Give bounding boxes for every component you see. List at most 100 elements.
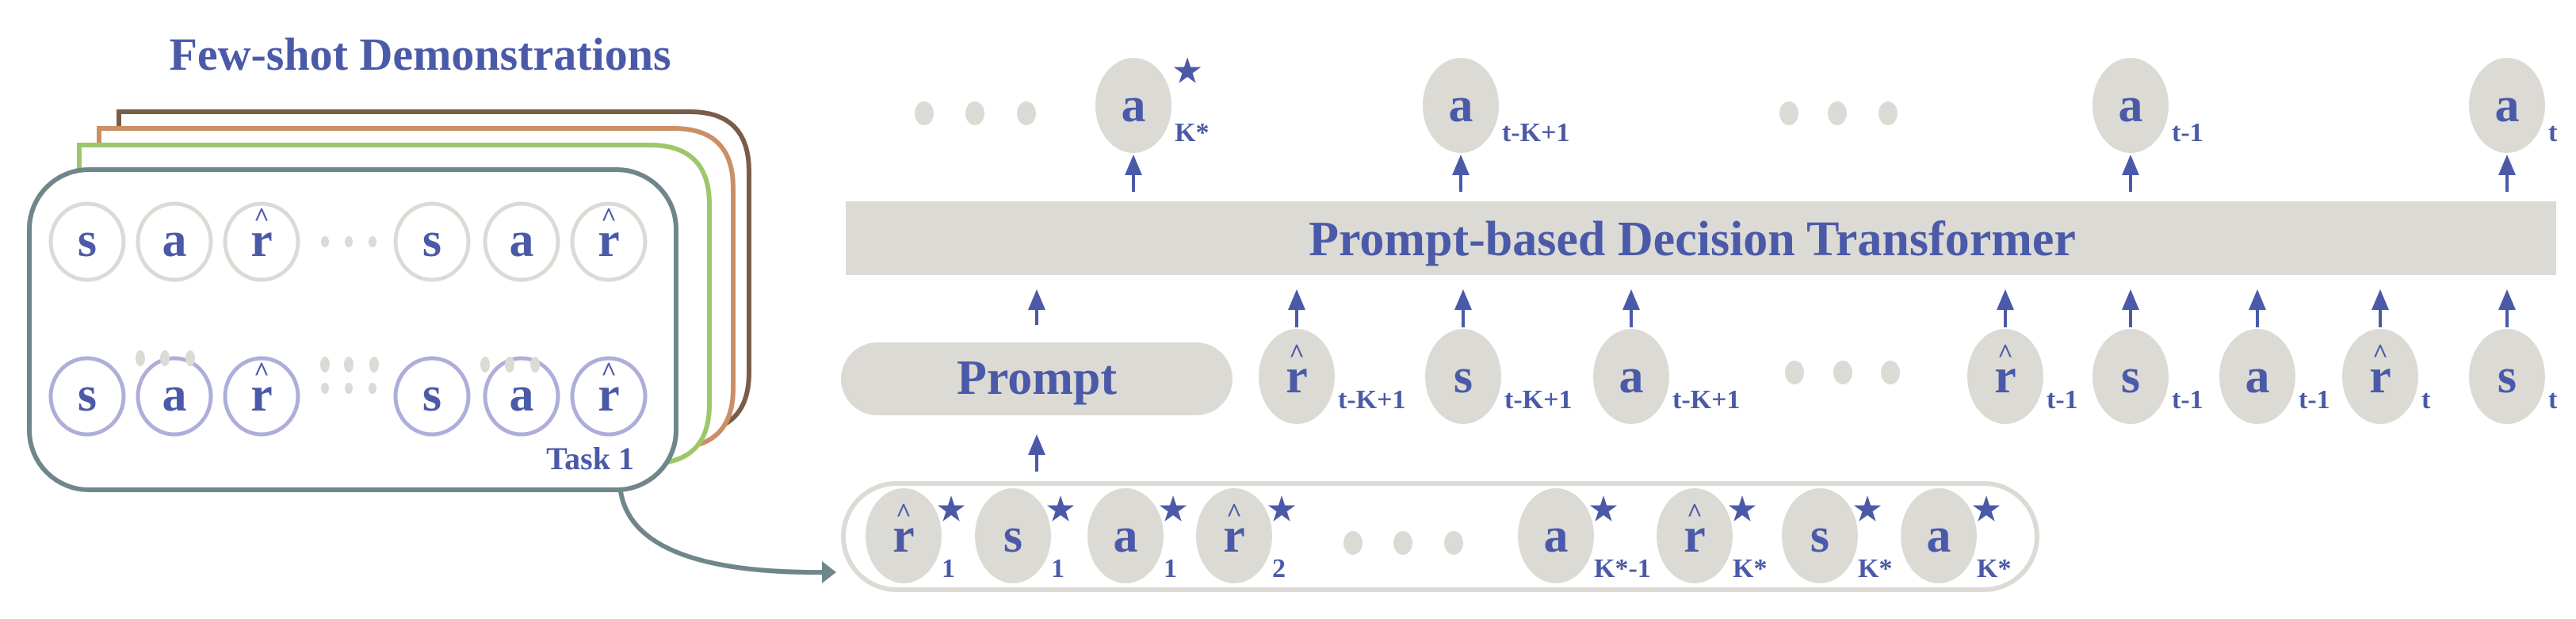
input-subscript: t-K+1 (1504, 385, 1572, 415)
task-label: Task 1 (546, 441, 634, 476)
token-symbol: a (510, 368, 534, 422)
output-token[interactable]: a (1423, 58, 1499, 153)
prompt-token[interactable]: a (1901, 488, 1977, 583)
ellipsis-dot (1833, 361, 1852, 384)
token-symbol: a (1449, 78, 1473, 132)
output-token[interactable]: a (2093, 58, 2169, 153)
token-ellipse (2469, 58, 2545, 153)
up-arrow (2372, 289, 2389, 327)
token-symbol: a (1544, 509, 1569, 563)
input-token[interactable]: a (2219, 329, 2295, 424)
token-symbol: r (598, 368, 620, 422)
token-symbol: s (1810, 509, 1829, 563)
ellipsis-dot (965, 101, 984, 125)
input-token[interactable]: r^ (1259, 329, 1335, 424)
demo-token: r^ (570, 201, 648, 282)
up-arrow (2498, 155, 2516, 192)
output-token[interactable]: a (2469, 58, 2545, 153)
ellipsis-dot (321, 236, 329, 247)
input-token[interactable]: s (2093, 329, 2169, 424)
token-ellipse (1196, 488, 1272, 583)
prompt-sequence: r^★1s★1a★1r^★2a★K*-1r^★K*s★K*a★K* (866, 488, 2011, 583)
token-symbol: a (2245, 350, 2270, 403)
token-ellipse (2342, 329, 2418, 424)
up-arrow (1288, 289, 1305, 327)
ellipsis-dot (321, 383, 329, 394)
transformer-label: Prompt-based Decision Transformer (1309, 212, 2076, 266)
demo-token: r^ (223, 356, 300, 437)
prompt-pill[interactable] (841, 342, 1233, 415)
prompt-token[interactable]: a (1518, 488, 1594, 583)
token-symbol: a (1619, 350, 1644, 403)
ellipsis-dot (1343, 531, 1363, 555)
star-icon: ★ (1589, 491, 1618, 527)
token-ellipse (866, 488, 942, 583)
token-ellipse (975, 488, 1051, 583)
input-subscript: t-1 (2172, 385, 2203, 415)
transformer-block[interactable] (846, 201, 2556, 275)
demo-token: s (393, 201, 471, 282)
hat-mark: ^ (2372, 339, 2388, 369)
input-token[interactable]: r^ (1967, 329, 2043, 424)
input-subscript: t (2421, 385, 2431, 415)
token-ellipse (1095, 58, 1171, 153)
output-subscript: K* (1175, 118, 1209, 147)
token-symbol: r (250, 213, 273, 267)
token-symbol: s (1003, 509, 1022, 563)
ellipsis-dot (480, 357, 490, 373)
prompt-subscript: K*-1 (1594, 554, 1651, 583)
hat-mark: ^ (1289, 339, 1305, 369)
token-ellipse (1782, 488, 1858, 583)
token-ellipse (2093, 329, 2169, 424)
ellipsis-dot (1881, 361, 1900, 384)
token-ellipse (1087, 488, 1164, 583)
token-ellipse (1259, 329, 1335, 424)
star-icon: ★ (1159, 491, 1187, 527)
ellipsis-dot (1779, 101, 1798, 125)
prompt-token[interactable]: r^ (866, 488, 942, 583)
demo-token: r^ (570, 356, 648, 437)
prompt-token[interactable]: r^ (1196, 488, 1272, 583)
input-token[interactable]: r^ (2342, 329, 2418, 424)
up-arrow (1454, 289, 1472, 327)
demo-token: s (393, 356, 471, 437)
token-ellipse (1425, 329, 1501, 424)
prompt-subscript: 2 (1272, 554, 1286, 583)
token-ellipse (1423, 58, 1499, 153)
star-icon: ★ (1728, 491, 1756, 527)
token-symbol: a (510, 213, 534, 267)
input-token[interactable]: s (1425, 329, 1501, 424)
prompt-token[interactable]: s (975, 488, 1051, 583)
up-arrow (1125, 155, 1142, 192)
prompt-token[interactable]: s (1782, 488, 1858, 583)
prompt-token[interactable]: a (1087, 488, 1164, 583)
hat-mark: ^ (1997, 339, 2013, 369)
demo-token: s (48, 356, 126, 437)
up-arrow (1452, 155, 1470, 192)
demo-token: a (136, 356, 213, 437)
prompt-subscript: K* (1977, 554, 2011, 583)
token-symbol: s (422, 368, 441, 422)
star-icon: ★ (1972, 491, 2001, 527)
token-symbol: r (2369, 350, 2391, 403)
input-token[interactable]: s (2469, 329, 2545, 424)
prompt-label: Prompt (957, 351, 1117, 405)
output-token[interactable]: a (1095, 58, 1171, 153)
star-icon: ★ (1267, 491, 1296, 527)
token-symbol: a (2119, 78, 2143, 132)
output-subscript: t-1 (2172, 118, 2203, 147)
prompt-token[interactable]: r^ (1657, 488, 1733, 583)
token-symbol: s (78, 213, 97, 267)
star-icon: ★ (1853, 491, 1882, 527)
token-ellipse (2469, 329, 2545, 424)
up-arrow (1997, 289, 2014, 327)
few-shot-title: Few-shot Demonstrations (169, 29, 671, 80)
demo-token: a (483, 356, 560, 437)
ellipsis-dot (1828, 101, 1847, 125)
input-token[interactable]: a (1593, 329, 1669, 424)
up-arrow (2122, 289, 2139, 327)
hat-mark: ^ (601, 357, 617, 387)
token-symbol: r (598, 213, 620, 267)
input-subscript: t (2548, 385, 2558, 415)
